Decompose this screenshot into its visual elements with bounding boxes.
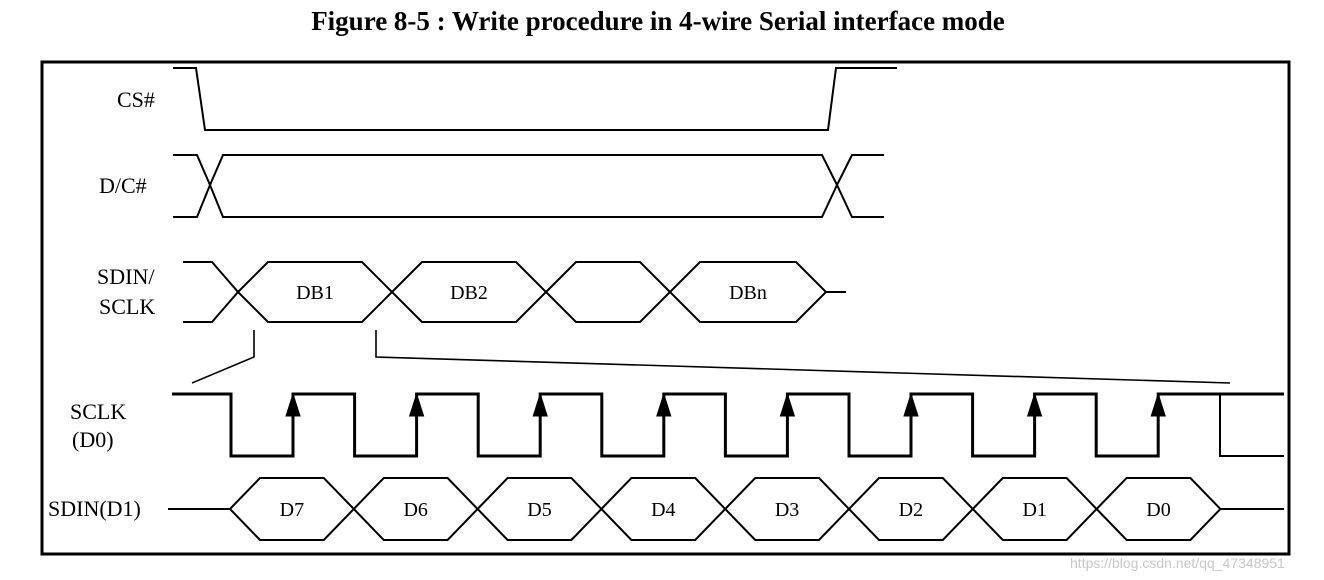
sclk-label-line1: SCLK [70,399,126,424]
byte-segment-label: DBn [729,282,767,304]
byte-segment-label: DB2 [450,282,488,304]
dc-waveform [173,154,884,218]
cs-waveform [173,67,897,131]
rising-edge-arrow-icon [532,392,548,417]
rising-edge-arrow-icon [1150,392,1166,417]
sdin-sclk-bus: DB1 DB2 DBn [183,261,846,323]
watermark: https://blog.csdn.net/qq_47348951 [1070,555,1285,571]
rising-edge-arrow-icon [656,392,672,417]
sclk-label-line2: (D0) [72,427,114,452]
sclk-waveform [172,392,1284,458]
sdin-sclk-label-line1: SDIN/ [97,264,155,289]
bit-segment-label: D7 [280,499,304,521]
bus-lead-in [183,261,240,323]
rising-edge-arrow-icon [903,392,919,417]
bit-segment-label: D5 [527,499,551,521]
sdin-d1-label: SDIN(D1) [48,496,141,521]
bit-segment-label: D2 [899,499,923,521]
dc-label: D/C# [99,173,147,198]
cs-label: CS# [117,87,155,112]
bit-segment-label: D1 [1022,499,1046,521]
rising-edge-arrow-icon [779,392,796,417]
figure-title: Figure 8-5 : Write procedure in 4-wire S… [311,6,1005,36]
bit-segment-label: D4 [651,499,675,521]
rising-edge-arrow-icon [1026,392,1043,417]
byte-segment [544,261,672,323]
bit-segment-label: D3 [775,499,799,521]
diagram-frame [40,60,1291,556]
sdin-sclk-label-line2: SCLK [99,294,155,319]
rising-edge-arrow-icon [408,392,425,417]
sclk-trace [172,392,1284,458]
bit-segment-label: D0 [1146,499,1170,521]
sclk-tail [1219,394,1284,457]
bit-segment-label: D6 [403,499,427,521]
zoom-indicator [191,330,1231,384]
byte-segment-label: DB1 [296,282,334,304]
sdin-d1-bus: D7 D6 D5 D4 D3 D2 D1 D0 [168,477,1284,541]
rising-edge-arrow-icon [285,392,301,417]
